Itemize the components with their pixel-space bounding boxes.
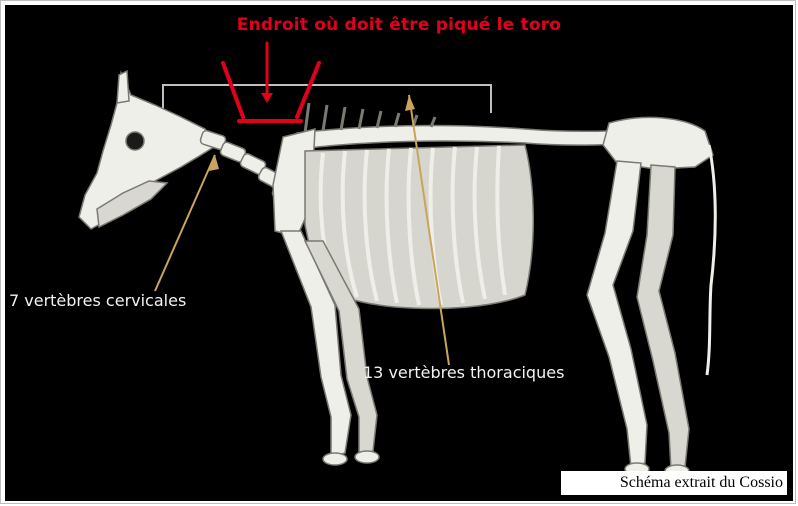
front-hoof-right <box>355 451 379 463</box>
cervical-vertebrae-label: 7 vertèbres cervicales <box>9 291 186 310</box>
horn <box>117 71 129 103</box>
diagram-panel: Endroit où doit être piqué le toro 7 ver… <box>5 5 793 501</box>
skeleton <box>79 71 715 477</box>
diagram-title: Endroit où doit être piqué le toro <box>5 15 793 35</box>
tail <box>707 145 715 375</box>
bull-skeleton-illustration <box>5 5 793 501</box>
hind-leg-left <box>587 161 647 467</box>
thoracic-vertebrae-label: 13 vertèbres thoraciques <box>363 363 564 382</box>
skull <box>79 73 217 229</box>
target-marker <box>223 43 319 121</box>
eye-socket <box>126 132 144 150</box>
front-hoof-left <box>323 453 347 465</box>
spine <box>297 126 655 149</box>
source-credit: Schéma extrait du Cossio <box>561 471 787 495</box>
